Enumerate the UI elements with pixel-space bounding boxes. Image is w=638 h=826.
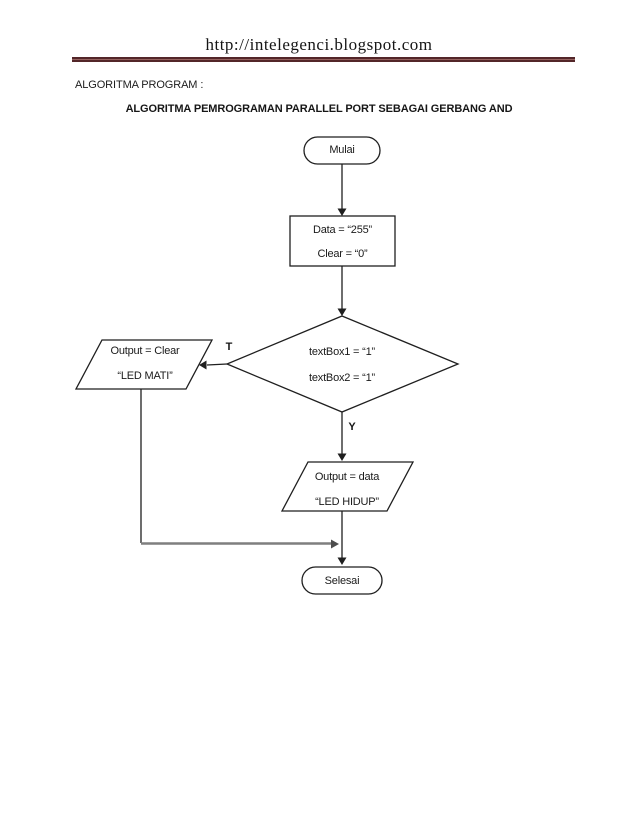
end-node-shape <box>301 566 383 595</box>
output-false-shape <box>74 339 214 390</box>
header-divider-line <box>72 57 575 62</box>
branch-false-label: T <box>225 341 233 353</box>
init-process-shape <box>289 215 396 267</box>
output-true-line1: Output = data <box>314 471 380 483</box>
branch-true-label: Y <box>348 421 356 433</box>
end-node-label: Selesai <box>324 575 360 587</box>
output-true-shape <box>280 461 415 512</box>
arrowheads <box>199 208 347 565</box>
start-node-label: Mulai <box>329 144 355 156</box>
page-title: ALGORITMA PEMROGRAMAN PARALLEL PORT SEBA… <box>125 103 513 115</box>
output-false-line2: “LED MATI” <box>117 370 173 382</box>
intro-label: ALGORITMA PROGRAM : <box>75 79 204 91</box>
init-process-line2: Clear = “0” <box>317 248 368 260</box>
decision-line1: textBox1 = “1” <box>309 346 375 358</box>
init-process-line1: Data = “255” <box>312 224 373 236</box>
decision-shape <box>225 315 460 413</box>
decision-line2: textBox2 = “1” <box>309 372 375 384</box>
output-false-line1: Output = Clear <box>110 345 180 357</box>
output-true-line2: “LED HIDUP” <box>315 496 379 508</box>
header-url: http://intelegenci.blogspot.com <box>205 35 433 54</box>
